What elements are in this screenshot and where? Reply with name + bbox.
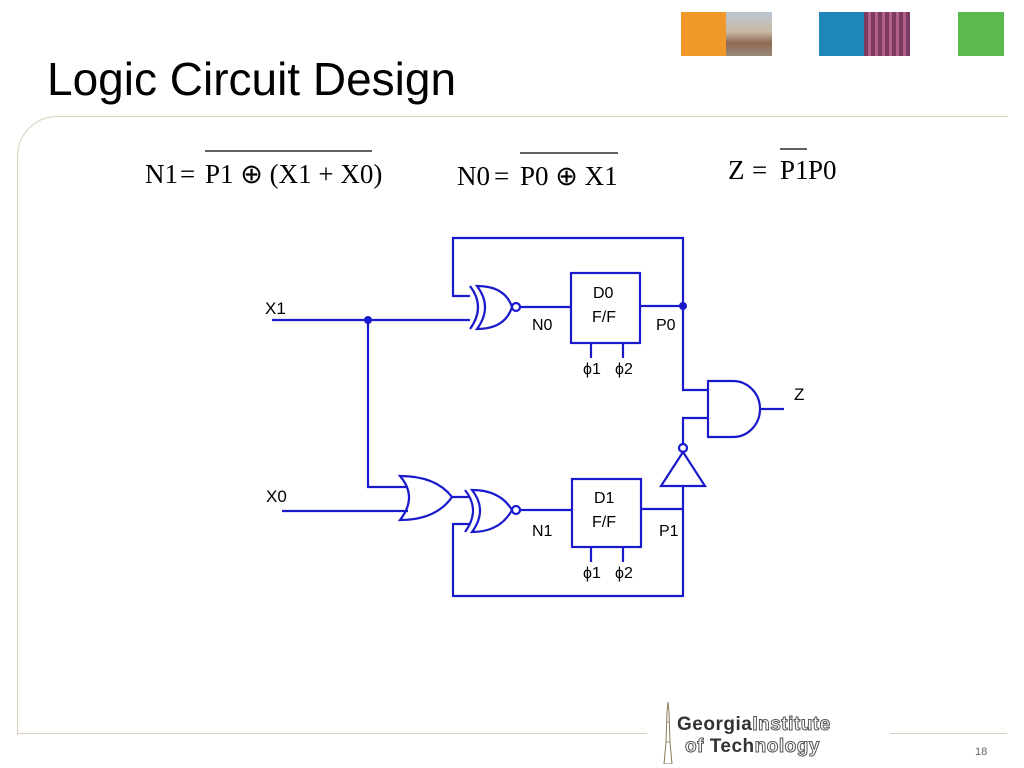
circuit-wires (272, 236, 784, 598)
blue-thumbnail (819, 12, 865, 56)
p0-to-and-wire (681, 306, 708, 392)
xnor0-body (474, 284, 514, 331)
equation-n1-lhs: N1 (145, 159, 178, 189)
d0-output-label: P0 (656, 317, 676, 334)
content-frame (17, 116, 1008, 735)
green-thumbnail (958, 12, 1004, 56)
xnor0-bubble (510, 301, 522, 313)
georgia-tech-logo: GeorgiaInstitute of Technology (655, 700, 875, 766)
d1-input-label: N1 (532, 523, 553, 540)
inverter-bubble (677, 442, 689, 454)
d0-input-label: N0 (532, 317, 553, 334)
equation-n1-rhs: P1 ⊕ (X1 + X0) (205, 159, 382, 189)
xnor1-bubble (510, 504, 522, 516)
circuit-board-thumbnail (864, 12, 910, 56)
x1-branch-wire (366, 320, 408, 489)
input-x1-label: X1 (265, 299, 286, 318)
d0-clock1-label: ϕ1 (583, 361, 601, 378)
xnor1-back-curve (464, 489, 475, 533)
svg-text:=: = (752, 155, 767, 185)
d1-clock1-label: ϕ1 (583, 565, 601, 582)
svg-text:=: = (180, 159, 195, 189)
d1-type: F/F (592, 514, 616, 531)
svg-text:=: = (494, 161, 509, 191)
d0-clock2-label: ϕ2 (615, 361, 633, 378)
equation-z-p1: P1 (780, 155, 809, 185)
p0-junction-dot (679, 302, 687, 310)
p1-feedback-wire (451, 509, 685, 598)
equation-n0-lhs: N0 (457, 161, 490, 191)
equation-z-p0: P0 (808, 155, 837, 185)
campus-photo-thumbnail (726, 12, 772, 56)
d1-clock2-label: ϕ2 (615, 565, 633, 582)
xnor1-body (469, 488, 514, 534)
d0-clock-stubs (589, 343, 625, 358)
frame-bottom-line (17, 733, 647, 734)
d0-type: F/F (592, 309, 616, 326)
equation-n0-rhs: P0 ⊕ X1 (520, 161, 618, 191)
inverter-body (658, 449, 708, 488)
slide-title: Logic Circuit Design (47, 53, 457, 105)
output-z-label: Z (794, 385, 804, 404)
or-gate-body (397, 474, 454, 522)
equation-z: Z = P1 P0 (728, 148, 837, 185)
p1-out-wire (641, 486, 685, 511)
logo-line-1: GeorgiaInstitute (677, 714, 831, 736)
d1-name: D1 (594, 490, 615, 507)
inverter-to-and-wire (681, 416, 708, 444)
equation-n0: N0 = P0 ⊕ X1 (457, 152, 618, 191)
d1-flipflop-box (570, 477, 643, 549)
x1-junction-dot (364, 316, 372, 324)
p0-feedback-wire (451, 236, 685, 305)
and-gate-body (706, 379, 762, 439)
logo-line-2: of Technology (685, 736, 820, 758)
frame-bottom-line-right (890, 733, 1007, 734)
page-number: 18 (975, 746, 988, 758)
d0-flipflop-box (569, 271, 642, 345)
equation-z-lhs: Z (728, 155, 745, 185)
xnor0-back-curve (469, 285, 480, 330)
orange-thumbnail (681, 12, 727, 56)
d1-output-label: P1 (659, 523, 679, 540)
d0-name: D0 (593, 285, 614, 302)
input-x0-label: X0 (266, 487, 287, 506)
tech-tower-icon (663, 702, 673, 764)
equation-n1: N1 = P1 ⊕ (X1 + X0) (145, 150, 382, 189)
d1-clock-stubs (589, 547, 625, 562)
